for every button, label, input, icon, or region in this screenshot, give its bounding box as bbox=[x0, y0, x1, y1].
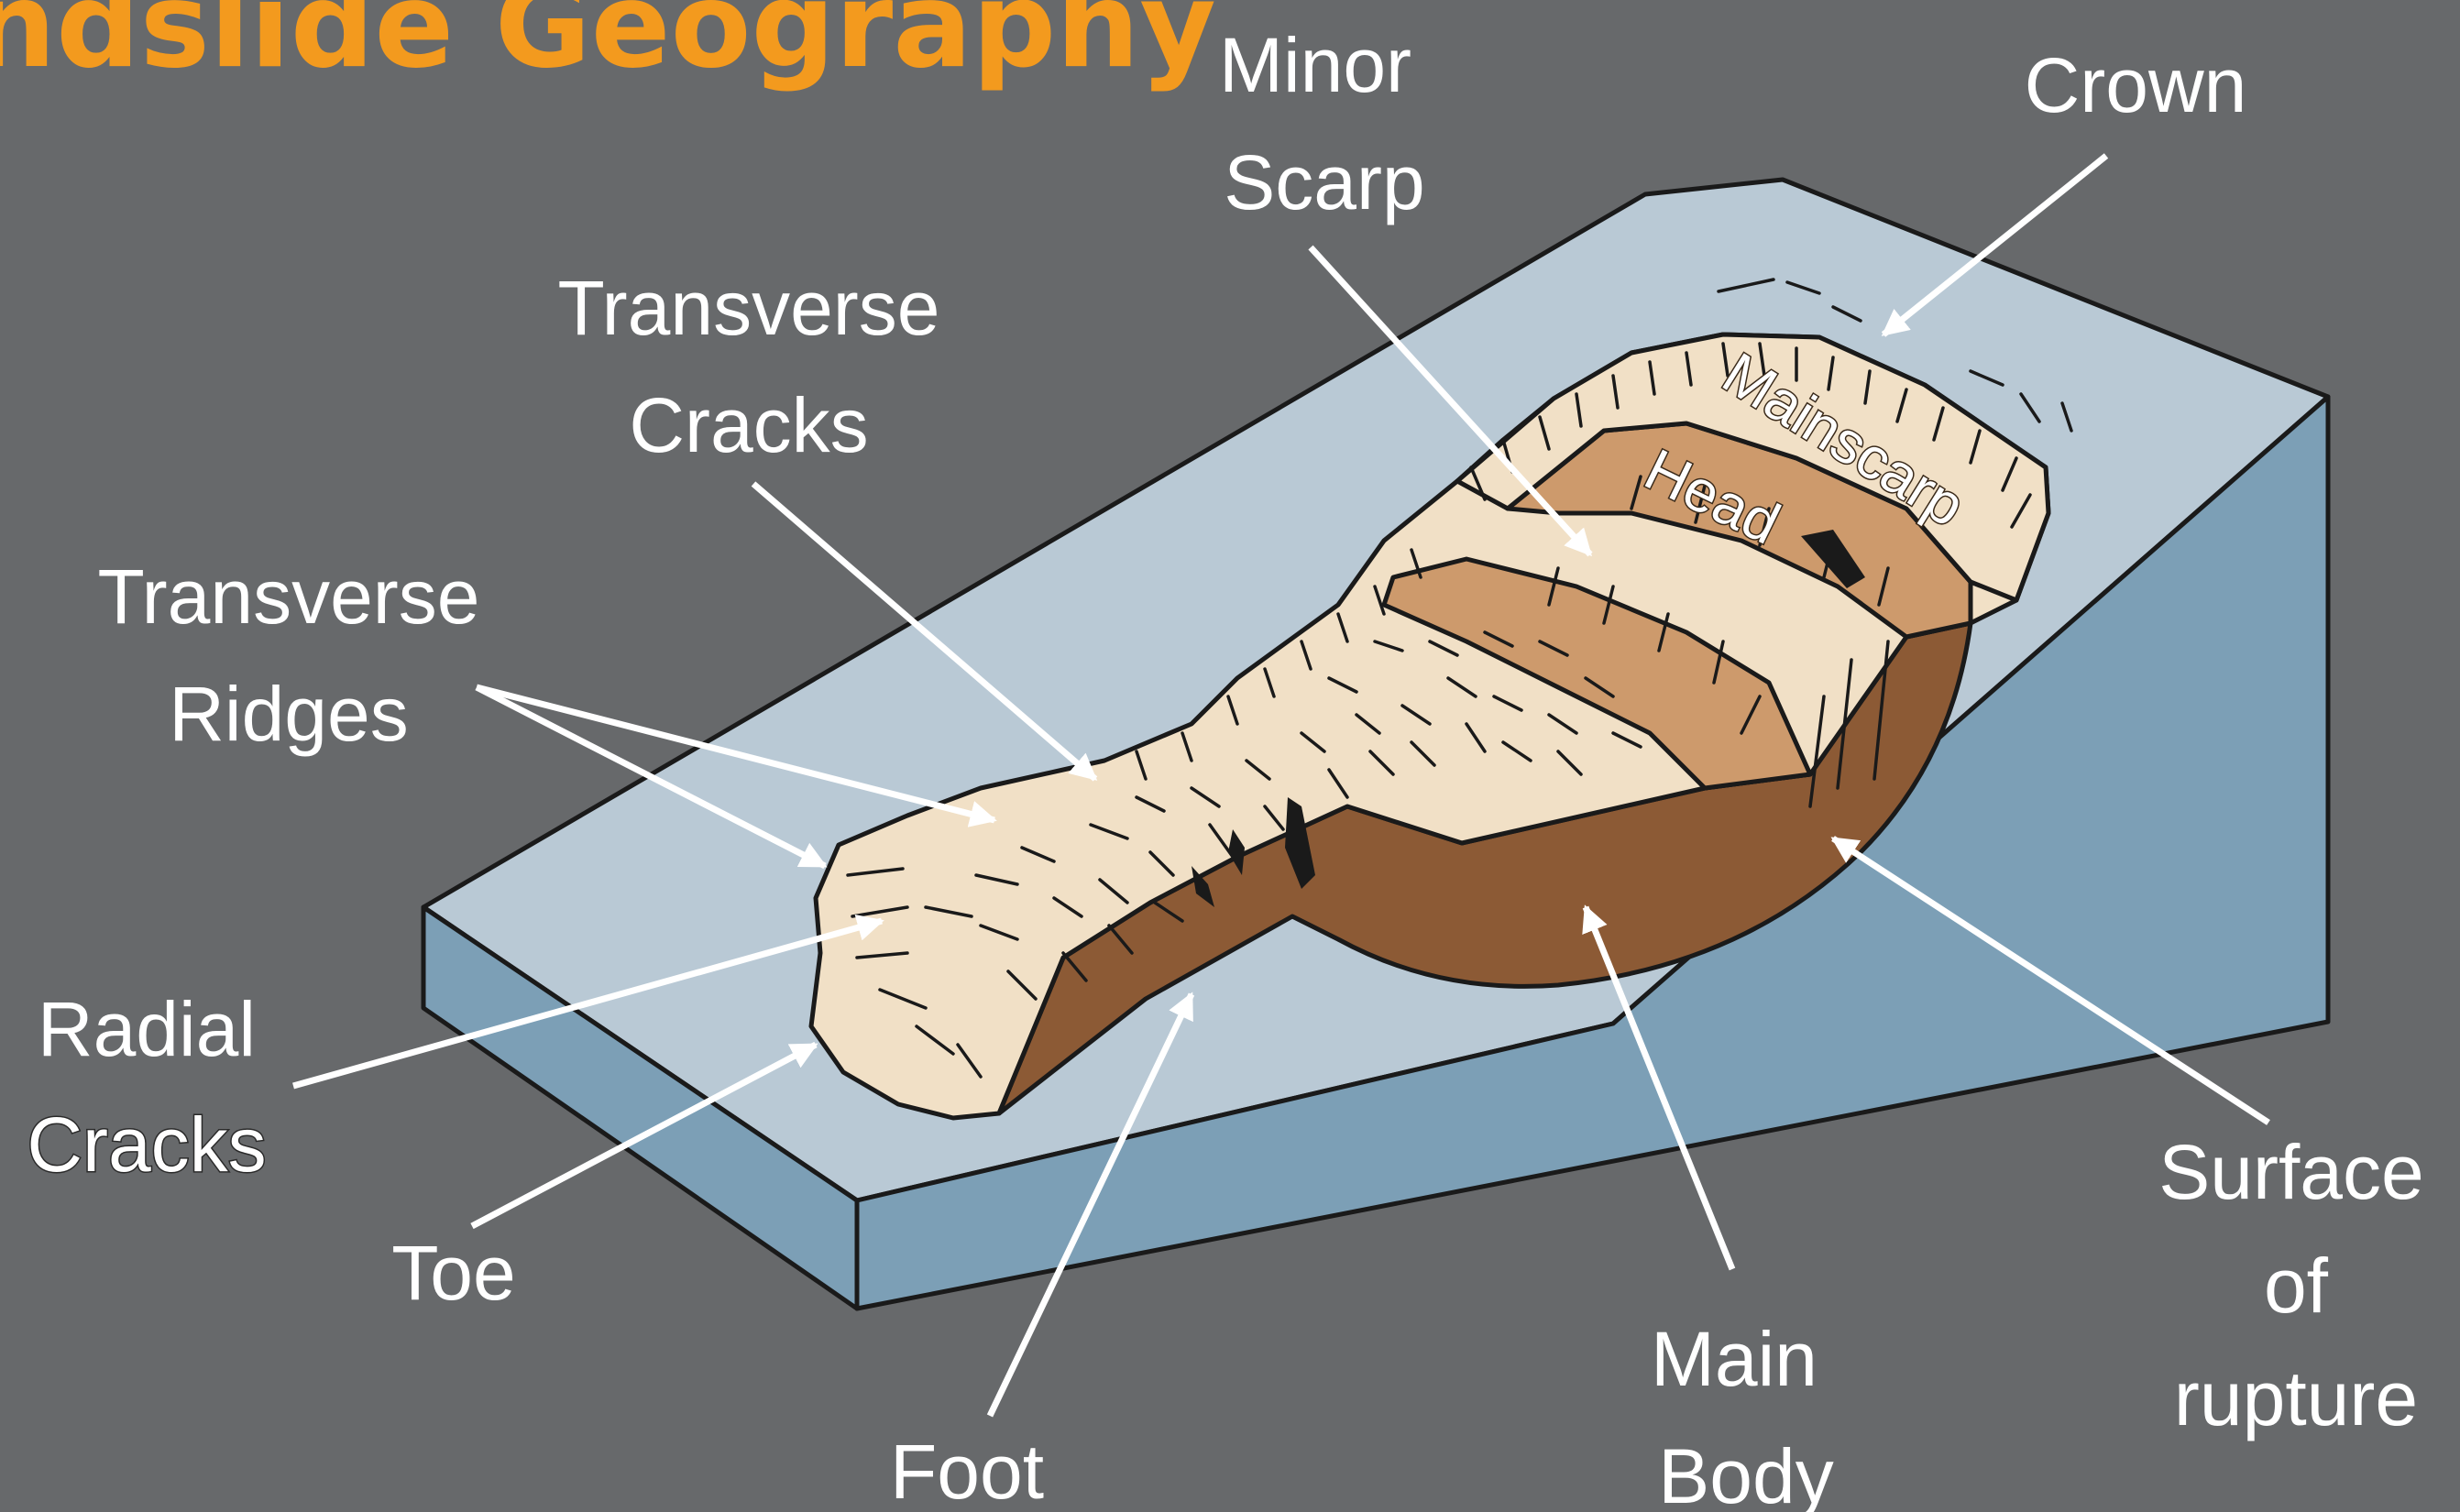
label-radial-cracks: Radial Cracks bbox=[27, 986, 266, 1188]
svg-text:Ridges: Ridges bbox=[169, 671, 408, 757]
label-foot: Foot bbox=[890, 1429, 1044, 1512]
svg-text:Transverse: Transverse bbox=[97, 553, 479, 640]
svg-text:Body: Body bbox=[1658, 1433, 1833, 1512]
svg-text:rupture: rupture bbox=[2174, 1355, 2418, 1441]
label-transverse-ridges: Transverse Ridges bbox=[97, 553, 479, 757]
svg-text:Radial: Radial bbox=[38, 986, 256, 1072]
svg-text:Cracks: Cracks bbox=[629, 382, 868, 468]
svg-text:Minor: Minor bbox=[1219, 22, 1411, 108]
svg-text:Main: Main bbox=[1651, 1316, 1818, 1402]
svg-text:Surface: Surface bbox=[2158, 1129, 2424, 1215]
svg-text:Scarp: Scarp bbox=[1224, 139, 1424, 225]
label-main-body: Main Body bbox=[1651, 1316, 1834, 1512]
label-surface-of-rupture: Surface of rupture bbox=[2158, 1129, 2424, 1441]
label-minor-scarp: Minor Scarp bbox=[1219, 22, 1425, 225]
svg-text:Cracks: Cracks bbox=[27, 1101, 266, 1188]
label-toe: Toe bbox=[391, 1230, 515, 1316]
page-title: ndslide Geography bbox=[0, 0, 1216, 94]
svg-text:of: of bbox=[2264, 1243, 2329, 1329]
svg-text:Transverse: Transverse bbox=[557, 265, 939, 351]
label-transverse-cracks: Transverse Cracks bbox=[557, 265, 939, 468]
label-crown: Crown bbox=[2025, 42, 2247, 128]
